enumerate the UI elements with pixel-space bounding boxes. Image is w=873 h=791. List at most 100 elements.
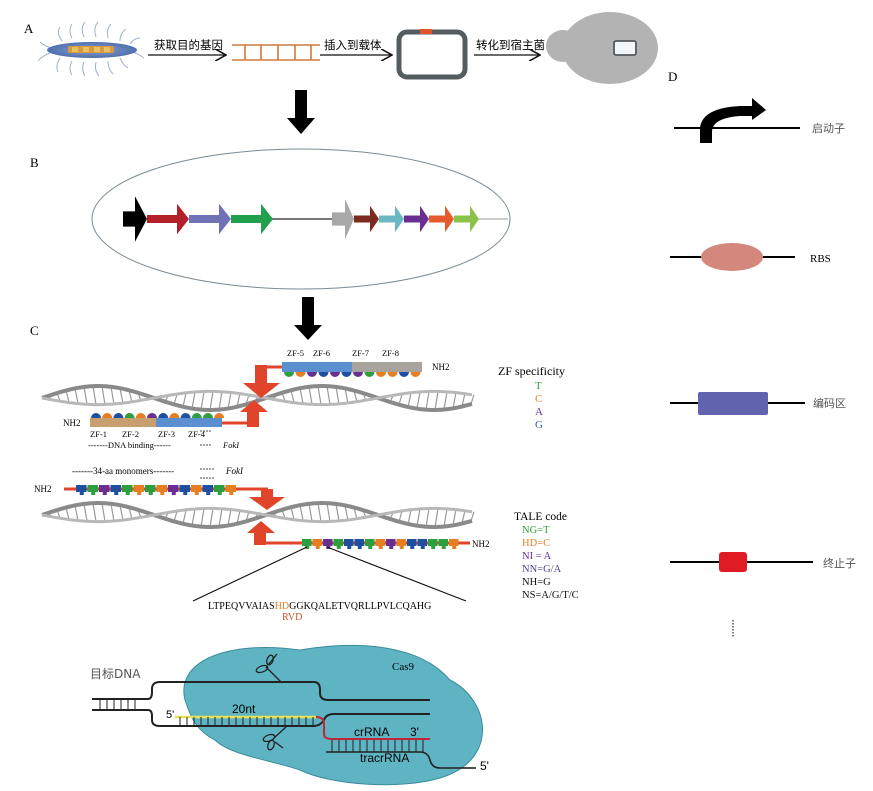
three-prime-label: 3' bbox=[410, 725, 419, 739]
zinc-finger bbox=[91, 413, 101, 418]
panel-label-a: A bbox=[24, 21, 34, 36]
tale-repeat bbox=[428, 539, 438, 546]
tale-repeat-rvd bbox=[137, 492, 142, 495]
gene-arrow-4 bbox=[231, 203, 273, 235]
five-prime-right: 5' bbox=[480, 759, 489, 773]
helix-rung bbox=[461, 510, 466, 524]
helix-rung bbox=[335, 386, 340, 405]
helix-rung bbox=[110, 386, 115, 405]
tale-repeat bbox=[449, 539, 459, 546]
panel-d: D 启动子 RBS 编码区 终止子 bbox=[668, 69, 856, 638]
tale-repeat bbox=[191, 485, 202, 492]
zfn-bottom: NH2 ZF-1 ZF-2 ZF-3 ZF-4 -------DNA bindi… bbox=[63, 400, 268, 450]
helix-rung bbox=[74, 388, 79, 404]
zinc-finger bbox=[341, 372, 352, 377]
gene-arrow-4 bbox=[404, 205, 429, 233]
tale-repeat-rvd bbox=[441, 546, 446, 549]
tale-repeat-rvd bbox=[357, 546, 362, 549]
cas9-protein-shape bbox=[183, 644, 483, 786]
gene-arrow-5 bbox=[429, 205, 454, 233]
tale-repeat-rvd bbox=[114, 492, 119, 495]
tale-repeat bbox=[110, 485, 121, 492]
zinc-finger bbox=[124, 413, 135, 418]
helix-rung bbox=[191, 392, 196, 409]
cds-part: 编码区 bbox=[670, 392, 846, 415]
helix-rung bbox=[218, 391, 223, 410]
panel-a: A 获取目的基因 插入到载体 bbox=[24, 12, 658, 84]
tale-repeat bbox=[386, 539, 396, 546]
tale-repeat-rvd bbox=[217, 492, 222, 495]
tale-repeat-rvd bbox=[347, 546, 352, 549]
helix-rung bbox=[434, 391, 439, 411]
terminator-icon bbox=[719, 552, 747, 572]
zoom-line-right bbox=[326, 546, 467, 602]
tale-repeat bbox=[156, 485, 167, 492]
helix-rung bbox=[326, 503, 331, 522]
gene-arrow-3 bbox=[379, 205, 404, 233]
zf-label-1: ZF-1 bbox=[90, 429, 107, 439]
down-arrow-a-to-b bbox=[287, 90, 315, 134]
zf-label-4: ZF-4 bbox=[188, 429, 206, 439]
helix-rung bbox=[335, 503, 340, 522]
tale-repeat-rvd bbox=[315, 546, 320, 549]
tale-repeat bbox=[438, 539, 448, 546]
zf-spec-c: C bbox=[535, 393, 542, 405]
helix-rung bbox=[92, 386, 97, 405]
helix-rung bbox=[101, 385, 106, 405]
helix-rung bbox=[416, 392, 421, 409]
rbs-label: RBS bbox=[810, 253, 831, 265]
step-label-insert-vector: 插入到载体 bbox=[324, 38, 382, 52]
helix-rung bbox=[425, 508, 430, 527]
tale-repeat bbox=[344, 539, 354, 546]
promoter-arrow-icon bbox=[700, 98, 766, 143]
zinc-finger bbox=[410, 372, 421, 377]
promoter-label: 启动子 bbox=[812, 122, 845, 135]
tale-repeat bbox=[202, 485, 213, 492]
zinc-finger bbox=[191, 413, 202, 418]
tale-repeat bbox=[76, 485, 87, 492]
coding-region-icon bbox=[698, 392, 768, 415]
helix-rung bbox=[290, 507, 295, 520]
helix-rung bbox=[92, 503, 97, 522]
tale-code-legend: TALE code NG=T HD=C NI = A NN=G/A NH=G N… bbox=[514, 511, 579, 601]
terminator-label: 终止子 bbox=[823, 556, 856, 570]
helix-rung bbox=[443, 508, 448, 527]
helix-strand-2 bbox=[41, 506, 473, 524]
helix-rung bbox=[83, 503, 88, 522]
foki-cut-arrow-down bbox=[243, 365, 280, 398]
helix-rung bbox=[101, 502, 106, 522]
tale-code-ni: NI = A bbox=[522, 551, 552, 562]
helix-rung bbox=[200, 508, 205, 527]
tale-repeat bbox=[417, 539, 427, 546]
tale-repeat bbox=[396, 539, 406, 546]
helix-strand-1 bbox=[41, 501, 473, 529]
tale-repeat-rvd bbox=[125, 492, 130, 495]
foki-cut-arrow-up-tale bbox=[247, 521, 275, 545]
tale-repeat bbox=[323, 539, 333, 546]
gene-arrow-3 bbox=[189, 203, 231, 235]
operon-1 bbox=[123, 196, 273, 242]
zinc-finger bbox=[203, 413, 213, 418]
zinc-finger bbox=[214, 413, 225, 418]
zf-domain-tan bbox=[90, 418, 156, 427]
helix-rung bbox=[182, 510, 187, 524]
zinc-finger bbox=[284, 372, 294, 377]
scissors-icon-top bbox=[255, 653, 283, 684]
zinc-finger bbox=[147, 413, 157, 418]
nh2-label-tale-bottom: NH2 bbox=[472, 539, 490, 549]
zf-spec-g: G bbox=[535, 419, 543, 431]
host-cell-icon bbox=[546, 12, 658, 84]
bacterium-icon bbox=[37, 21, 145, 77]
tale-repeat bbox=[375, 539, 385, 546]
nh2-label-zfn-bottom: NH2 bbox=[63, 418, 81, 428]
helix-rung bbox=[317, 502, 322, 522]
dna-binding-label: -------DNA binding------ bbox=[88, 440, 171, 450]
tale-code-nn: NN=G/A bbox=[522, 564, 562, 575]
helix-rung bbox=[407, 509, 412, 525]
crispr-cas9: 目标DNA Cas9 5' 20nt crRNA 3' tracrRNA 5' bbox=[90, 644, 489, 786]
helix-rung bbox=[200, 391, 205, 410]
scissors-icon-bottom bbox=[262, 726, 287, 751]
panel-label-d: D bbox=[668, 69, 677, 84]
helix-rung bbox=[119, 505, 124, 521]
helix-rung bbox=[83, 386, 88, 405]
